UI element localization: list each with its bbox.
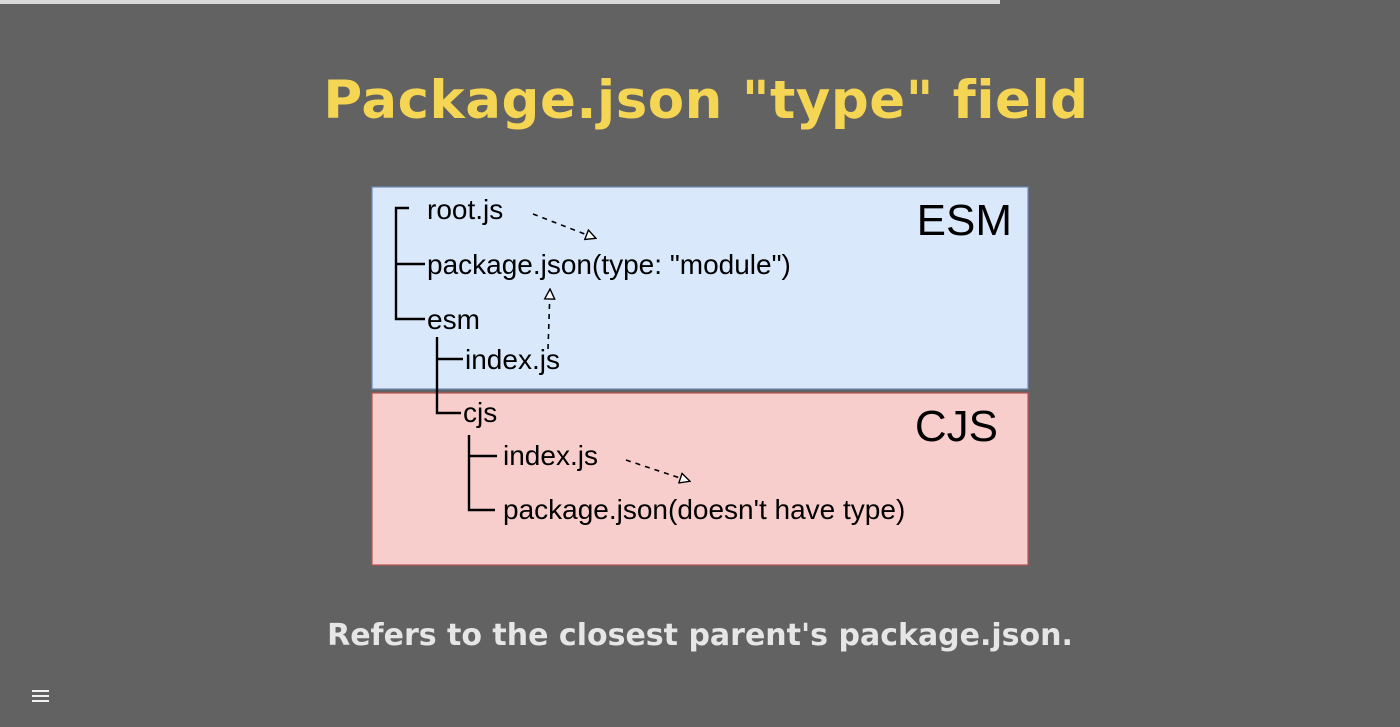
slide-title: Package.json "type" field (323, 70, 1089, 131)
package-type-diagram: root.js package.json(type: "module") esm… (371, 186, 1029, 566)
menu-icon-bar-bottom (32, 700, 49, 702)
hamburger-menu-icon[interactable] (30, 687, 52, 705)
cjs-tree-branch (467, 435, 497, 512)
root-to-package-arrow (532, 213, 595, 238)
root-js-label: root.js (427, 194, 503, 225)
menu-icon-bar-top (32, 690, 49, 692)
cjs-folder-label: cjs (463, 397, 497, 428)
progress-bar (0, 0, 1400, 4)
root-package-json-label: package.json(type: "module") (427, 249, 791, 280)
esm-index-js-label: index.js (465, 344, 560, 375)
progress-bar-fill (0, 0, 1000, 4)
esm-tree-branch (435, 337, 463, 415)
cjs-index-js-label: index.js (503, 440, 598, 471)
cjs-package-json-label: package.json(doesn't have type) (503, 494, 905, 525)
root-tree-branch (394, 206, 425, 321)
esm-folder-label: esm (427, 304, 480, 335)
cjs-index-to-package-arrow (625, 459, 689, 481)
cjs-region-label: CJS (915, 402, 998, 451)
esm-region-label: ESM (917, 196, 1012, 245)
slide-caption: Refers to the closest parent's package.j… (327, 618, 1073, 653)
esm-region (371, 186, 1029, 390)
tree-connectors (394, 206, 497, 512)
cjs-region (371, 392, 1029, 566)
menu-icon-bar-middle (32, 695, 49, 697)
